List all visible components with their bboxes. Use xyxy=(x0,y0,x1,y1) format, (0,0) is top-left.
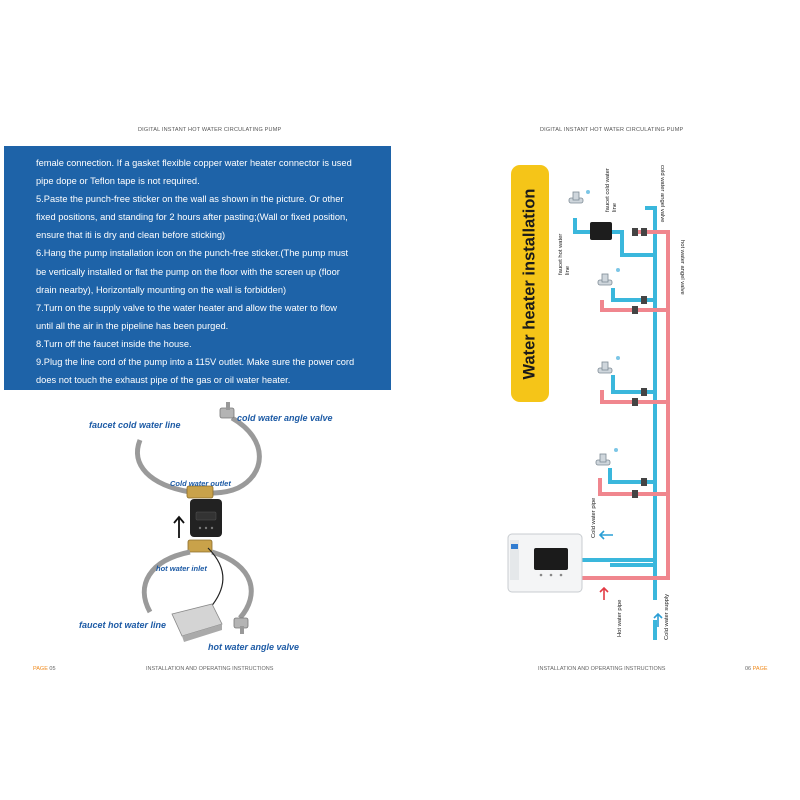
left-page-header: DIGITAL INSTANT HOT WATER CIRCULATING PU… xyxy=(138,127,282,133)
power-adapter-icon xyxy=(171,603,223,642)
label-hot-water-pipe: Hot water pipe xyxy=(617,599,623,637)
instruction-line: 6.Hang the pump installation icon on the… xyxy=(36,248,349,259)
instruction-line: pipe dope or Teflon tape is not required… xyxy=(36,176,200,187)
page-word: PAGE xyxy=(33,666,48,672)
label-hot-water-angle-valve: hot water angle valve xyxy=(208,642,300,652)
instruction-line: fixed positions, and standing for 2 hour… xyxy=(36,212,348,223)
valve-icon xyxy=(632,228,647,498)
hot-inlet-fitting-icon xyxy=(187,539,213,553)
hot-hose-left xyxy=(141,549,191,614)
cold-flow-arrow-icon xyxy=(598,530,613,540)
pump-icon xyxy=(590,222,612,240)
installation-banner xyxy=(511,165,549,402)
label-faucet-cold-water-line: faucet cold water line xyxy=(89,420,181,430)
label-cold-water-supply: Cold water supply xyxy=(664,593,670,640)
hot-hose-right xyxy=(211,549,254,620)
water-heater-icon xyxy=(507,533,583,593)
cold-hose-left xyxy=(135,439,191,495)
label-faucet-hot-water-line-right: faucet hot water line xyxy=(558,233,571,275)
instruction-line: drain nearby), Horizontally mounting on … xyxy=(36,284,287,295)
instructions-text: female connection. If a gasket flexible … xyxy=(36,154,376,389)
left-page-number: PAGE 05 xyxy=(33,666,56,672)
hot-flow-arrow-icon xyxy=(599,586,609,600)
hot-angle-valve-icon xyxy=(233,617,249,634)
flow-up-arrow-icon xyxy=(173,515,185,538)
instruction-line: until all the air in the pipeline has be… xyxy=(36,320,229,331)
cold-outlet-fitting-icon xyxy=(186,485,214,499)
power-cord xyxy=(207,547,224,609)
label-hot-water-angel-valve: hot water angel valve xyxy=(679,240,685,295)
label-cold-water-outlet: Cold water outlet xyxy=(170,479,231,488)
label-faucet-hot-water-line: faucet hot water line xyxy=(79,620,167,630)
instruction-line: does not touch the exhaust pipe of the g… xyxy=(36,375,291,386)
instruction-line: 7.Turn on the supply valve to the water … xyxy=(36,302,337,313)
instruction-line: ensure that iti is dry and clean before … xyxy=(36,230,226,241)
page-number: 05 xyxy=(49,666,56,672)
label-faucet-cold-water-line-right: faucet cold water line xyxy=(605,168,618,212)
page-number: 06 xyxy=(745,666,752,672)
right-page-header: DIGITAL INSTANT HOT WATER CIRCULATING PU… xyxy=(540,127,684,133)
right-page-number: 06 PAGE xyxy=(745,666,768,672)
instruction-line: be vertically installed or flat the pump… xyxy=(36,266,340,277)
instruction-line: female connection. If a gasket flexible … xyxy=(36,158,352,168)
instruction-line: 9.Plug the line cord of the pump into a … xyxy=(36,357,355,368)
instructions-panel xyxy=(4,146,391,390)
label-cold-water-pipe: Cold water pipe xyxy=(591,497,597,538)
instruction-line: 8.Turn off the faucet inside the house. xyxy=(36,338,192,349)
cold-water-pipes xyxy=(573,206,657,640)
label-hot-water-inlet: hot water inlet xyxy=(156,564,207,573)
label-cold-water-angel-valve: cold water angel valve xyxy=(659,165,665,223)
label-cold-water-angle-valve: cold water angle valve xyxy=(237,413,333,423)
supply-flow-arrow-icon xyxy=(653,612,663,627)
instruction-line: 5.Paste the punch-free sticker on the wa… xyxy=(36,194,344,205)
left-page-footer: INSTALLATION AND OPERATING INSTRUCTIONS xyxy=(146,666,274,672)
faucet-icon xyxy=(568,191,613,466)
right-page-footer: INSTALLATION AND OPERATING INSTRUCTIONS xyxy=(538,666,666,672)
cold-angle-valve-icon xyxy=(219,402,235,419)
page-word: PAGE xyxy=(752,666,768,672)
water-drop-icon xyxy=(586,190,620,452)
